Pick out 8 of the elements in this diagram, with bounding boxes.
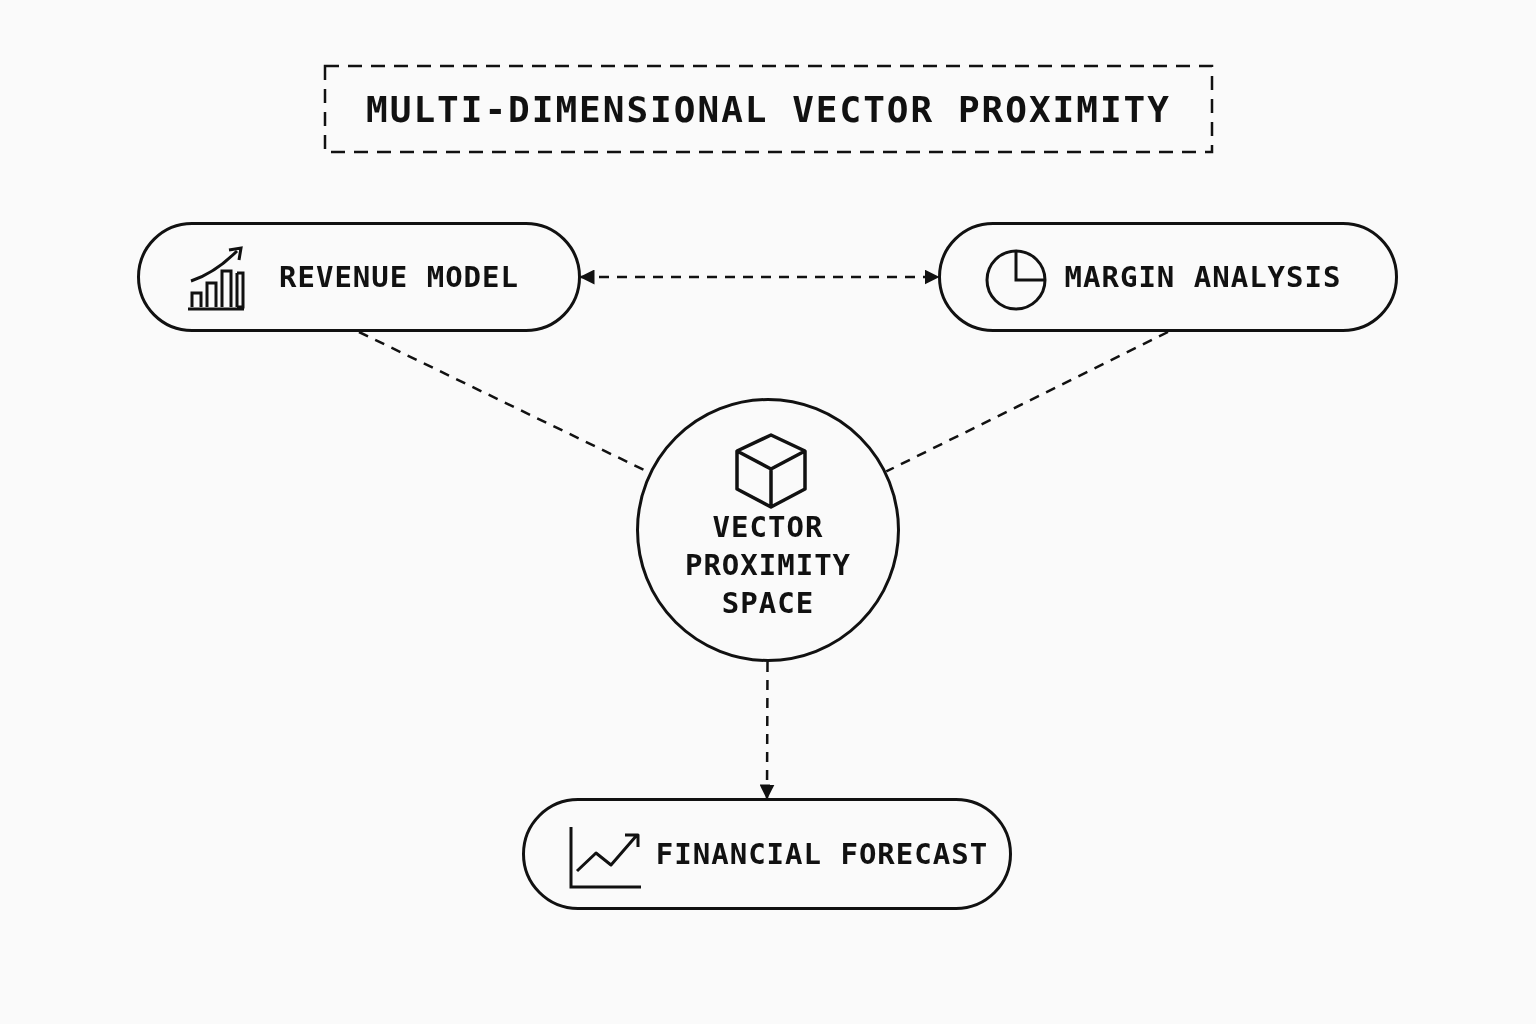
node-label: FINANCIAL FORECAST [655,837,989,871]
title: MULTI-DIMENSIONAL VECTOR PROXIMITY [366,88,1171,130]
node-label: VECTOR PROXIMITY SPACE [683,509,853,622]
node-label: REVENUE MODEL [279,260,519,294]
arrow [579,269,940,285]
dashed-connector [885,330,1169,473]
node-label: MARGIN ANALYSIS [1064,260,1342,294]
arrow [759,662,775,800]
